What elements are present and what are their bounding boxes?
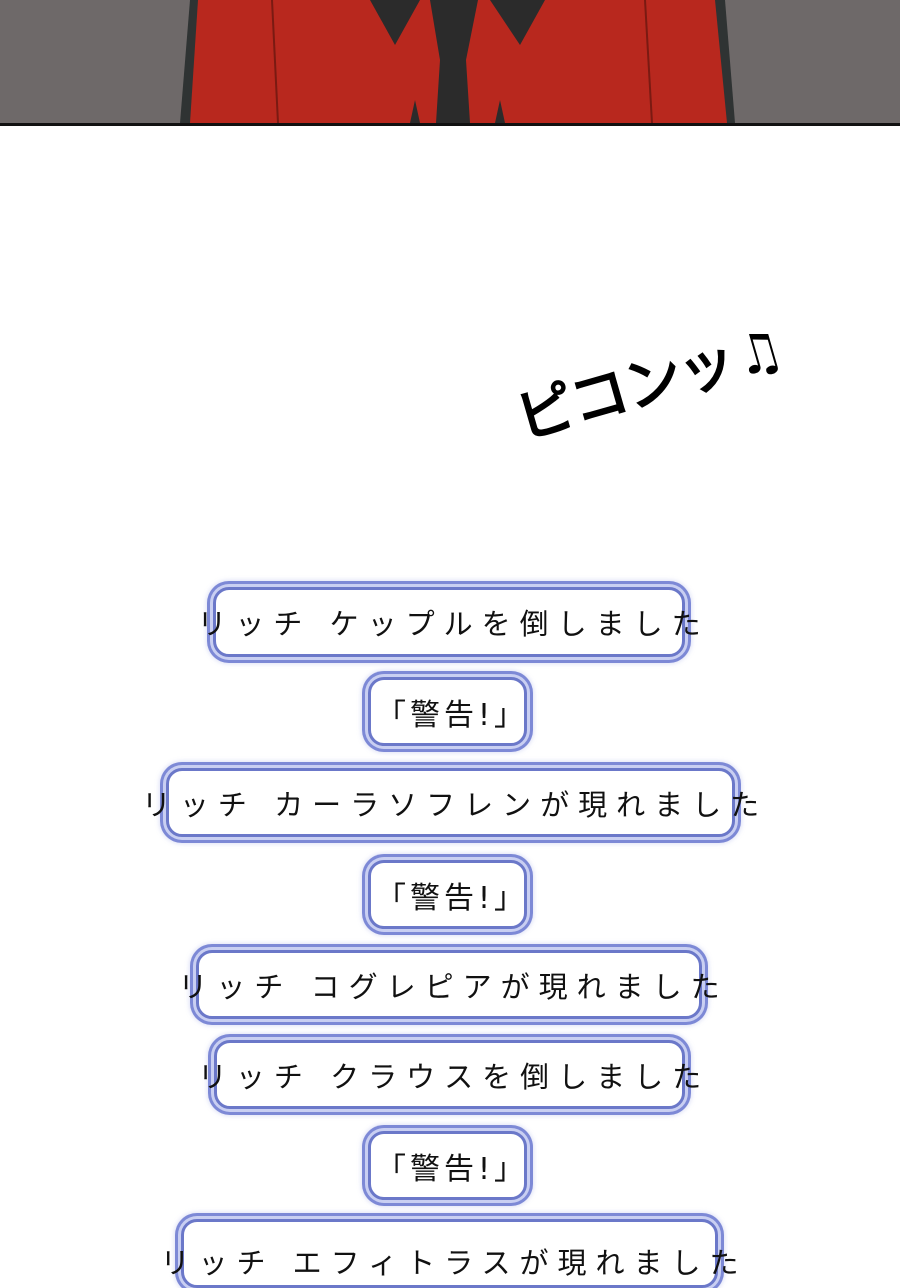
sound-effect: ピコンッ♫ — [505, 300, 790, 456]
warning-message-3: 「警告!」 — [368, 1131, 527, 1200]
message-text: リッチ カーラソフレンが現れました — [141, 787, 769, 822]
system-message-1: リッチ ケップルを倒しました — [197, 587, 701, 657]
message-text: リッチ クラウスを倒しました — [197, 1059, 711, 1094]
message-text: 「警告!」 — [375, 697, 529, 733]
message-text: 「警告!」 — [375, 880, 529, 916]
system-message-2: リッチ カーラソフレンが現れました — [142, 768, 759, 837]
red-robe-figure — [180, 0, 735, 123]
message-text: リッチ ケップルを倒しました — [197, 607, 710, 641]
comic-panel-top — [0, 0, 900, 126]
sound-effect-text: ピコンッ — [508, 326, 743, 454]
warning-message-2: 「警告!」 — [368, 860, 527, 929]
message-text: リッチ エフィトラスが現れました — [160, 1246, 748, 1280]
system-message-3: リッチ コグレピアが現れました — [178, 950, 720, 1019]
message-text: リッチ コグレピアが現れました — [178, 969, 729, 1004]
system-message-4: リッチ クラウスを倒しました — [198, 1040, 701, 1109]
system-message-5: リッチ エフィトラスが現れました — [160, 1219, 739, 1288]
message-text: 「警告!」 — [375, 1151, 529, 1187]
warning-message-1: 「警告!」 — [368, 677, 527, 746]
